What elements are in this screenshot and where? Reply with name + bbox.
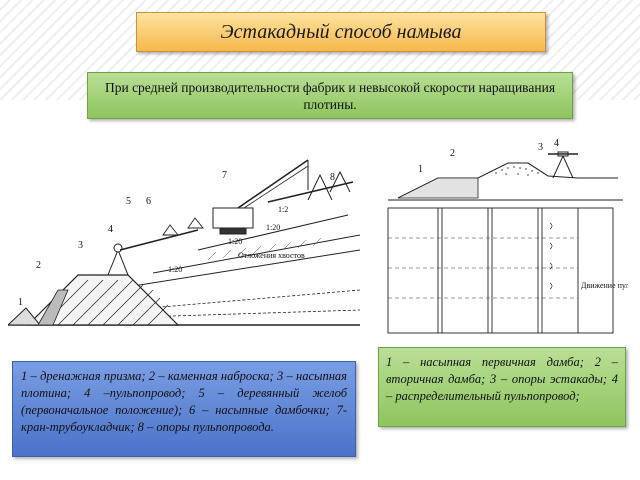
pipelayer-crane xyxy=(212,159,309,235)
slope-label-2: 1:20 xyxy=(266,223,280,232)
deposit-slope-3 xyxy=(197,214,349,251)
primary-dam xyxy=(397,177,479,199)
subtitle-text: При средней производительности фабрик и … xyxy=(104,79,556,112)
label-4: 4 xyxy=(108,224,113,235)
label-r4: 4 xyxy=(554,138,559,149)
page-title: Эстакадный способ намыва xyxy=(220,20,462,43)
caption-right-legend: 1 – насыпная первичная дамба; 2 – вторич… xyxy=(378,347,626,427)
caption-right-text: 1 – насыпная первичная дамба; 2 – вторич… xyxy=(386,355,618,403)
pipe-flow-label: Движение пульпы xyxy=(581,281,628,290)
drainage-prism xyxy=(8,307,42,326)
label-7: 7 xyxy=(222,170,227,181)
trestle-supports xyxy=(548,151,578,179)
deposit-layer-line xyxy=(67,289,360,316)
wooden-chute xyxy=(119,229,199,251)
secondary-dam-dots xyxy=(495,166,539,176)
label-1: 1 xyxy=(18,297,23,308)
label-3: 3 xyxy=(78,240,83,251)
pipeline-supports xyxy=(267,170,354,203)
deposit-slope-2 xyxy=(152,234,360,274)
plan-sections xyxy=(388,237,578,299)
label-r2: 2 xyxy=(450,148,455,159)
slope-label-3: 1:2 xyxy=(278,205,288,214)
label-2: 2 xyxy=(36,260,41,271)
small-embankment-2 xyxy=(187,217,204,229)
rock-fill xyxy=(37,289,69,326)
title-banner: Эстакадный способ намыва xyxy=(136,12,546,52)
flow-marks xyxy=(549,222,553,290)
deposit-slope-1 xyxy=(107,249,360,291)
right-trestle-diagram: 1 2 3 4 Движение пульпы xyxy=(387,138,628,334)
subtitle-banner: При средней производительности фабрик и … xyxy=(87,72,573,119)
deposit-label: Отложения хвостов xyxy=(238,251,305,260)
slope-label-4: 1:20 xyxy=(168,265,182,274)
label-6: 6 xyxy=(146,196,151,207)
slope-label-1: 1:20 xyxy=(228,237,242,246)
left-dam-diagram: 1 2 3 4 5 6 7 8 1:20 1:20 1:2 1:20 Отлож… xyxy=(8,159,360,326)
caption-left-legend: 1 – дренажная призма; 2 – каменная набро… xyxy=(12,361,356,457)
label-8: 8 xyxy=(330,172,335,183)
label-r1: 1 xyxy=(418,164,423,175)
plan-grid xyxy=(387,207,614,334)
label-r3: 3 xyxy=(538,142,543,153)
caption-left-text: 1 – дренажная призма; 2 – каменная набро… xyxy=(21,369,347,434)
deposit-hatching xyxy=(207,237,322,261)
small-embankment-1 xyxy=(162,224,179,236)
label-5: 5 xyxy=(126,196,131,207)
